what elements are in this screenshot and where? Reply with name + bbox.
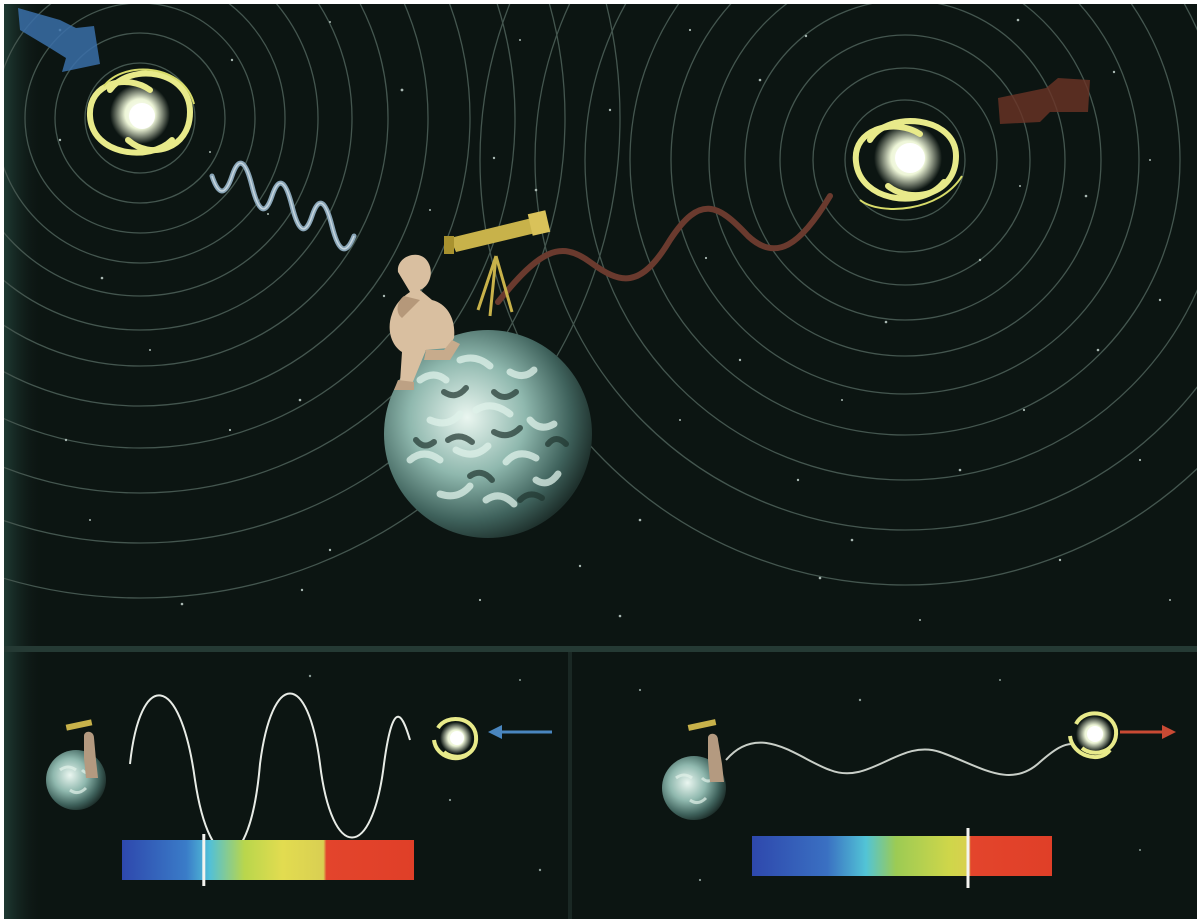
stretched-wave bbox=[725, 741, 1073, 776]
left-galaxy-orbit-rings bbox=[4, 4, 621, 599]
small-red-arrow-icon bbox=[1120, 725, 1176, 739]
small-blue-arrow-icon bbox=[488, 725, 552, 739]
right-spiral-galaxy-icon bbox=[852, 118, 963, 210]
space-background bbox=[4, 4, 1197, 919]
horizontal-divider bbox=[4, 646, 1197, 652]
stretched-light-wave bbox=[495, 193, 833, 305]
small-observer-icon bbox=[687, 719, 724, 782]
right-galaxy-orbit-rings bbox=[479, 4, 1197, 586]
small-earth-icon bbox=[46, 750, 106, 810]
small-receding-galaxy-icon bbox=[1068, 711, 1119, 760]
planet-earth-icon bbox=[384, 330, 592, 538]
blueshift-panel bbox=[46, 674, 552, 886]
compressed-wave bbox=[129, 692, 411, 855]
seated-thinker-figure-icon bbox=[389, 254, 460, 390]
vertical-divider bbox=[568, 652, 572, 919]
approach-arrow-icon bbox=[18, 8, 100, 72]
recede-arrow-icon bbox=[998, 78, 1090, 124]
main-scene bbox=[4, 4, 1197, 621]
small-observer-icon bbox=[65, 719, 98, 778]
left-spiral-galaxy-icon bbox=[86, 68, 195, 156]
telescope-icon bbox=[444, 210, 551, 317]
redshift-spectral-line bbox=[966, 828, 970, 888]
compressed-light-wave-highlight bbox=[211, 162, 355, 250]
redshift-panel bbox=[638, 679, 1176, 888]
blueshift-spectral-line bbox=[202, 834, 206, 886]
small-approaching-galaxy-icon bbox=[432, 716, 479, 761]
left-edge-glow bbox=[4, 4, 44, 919]
redshift-spectrum-bar bbox=[752, 836, 1052, 876]
blueshift-spectrum-bar bbox=[122, 840, 414, 880]
